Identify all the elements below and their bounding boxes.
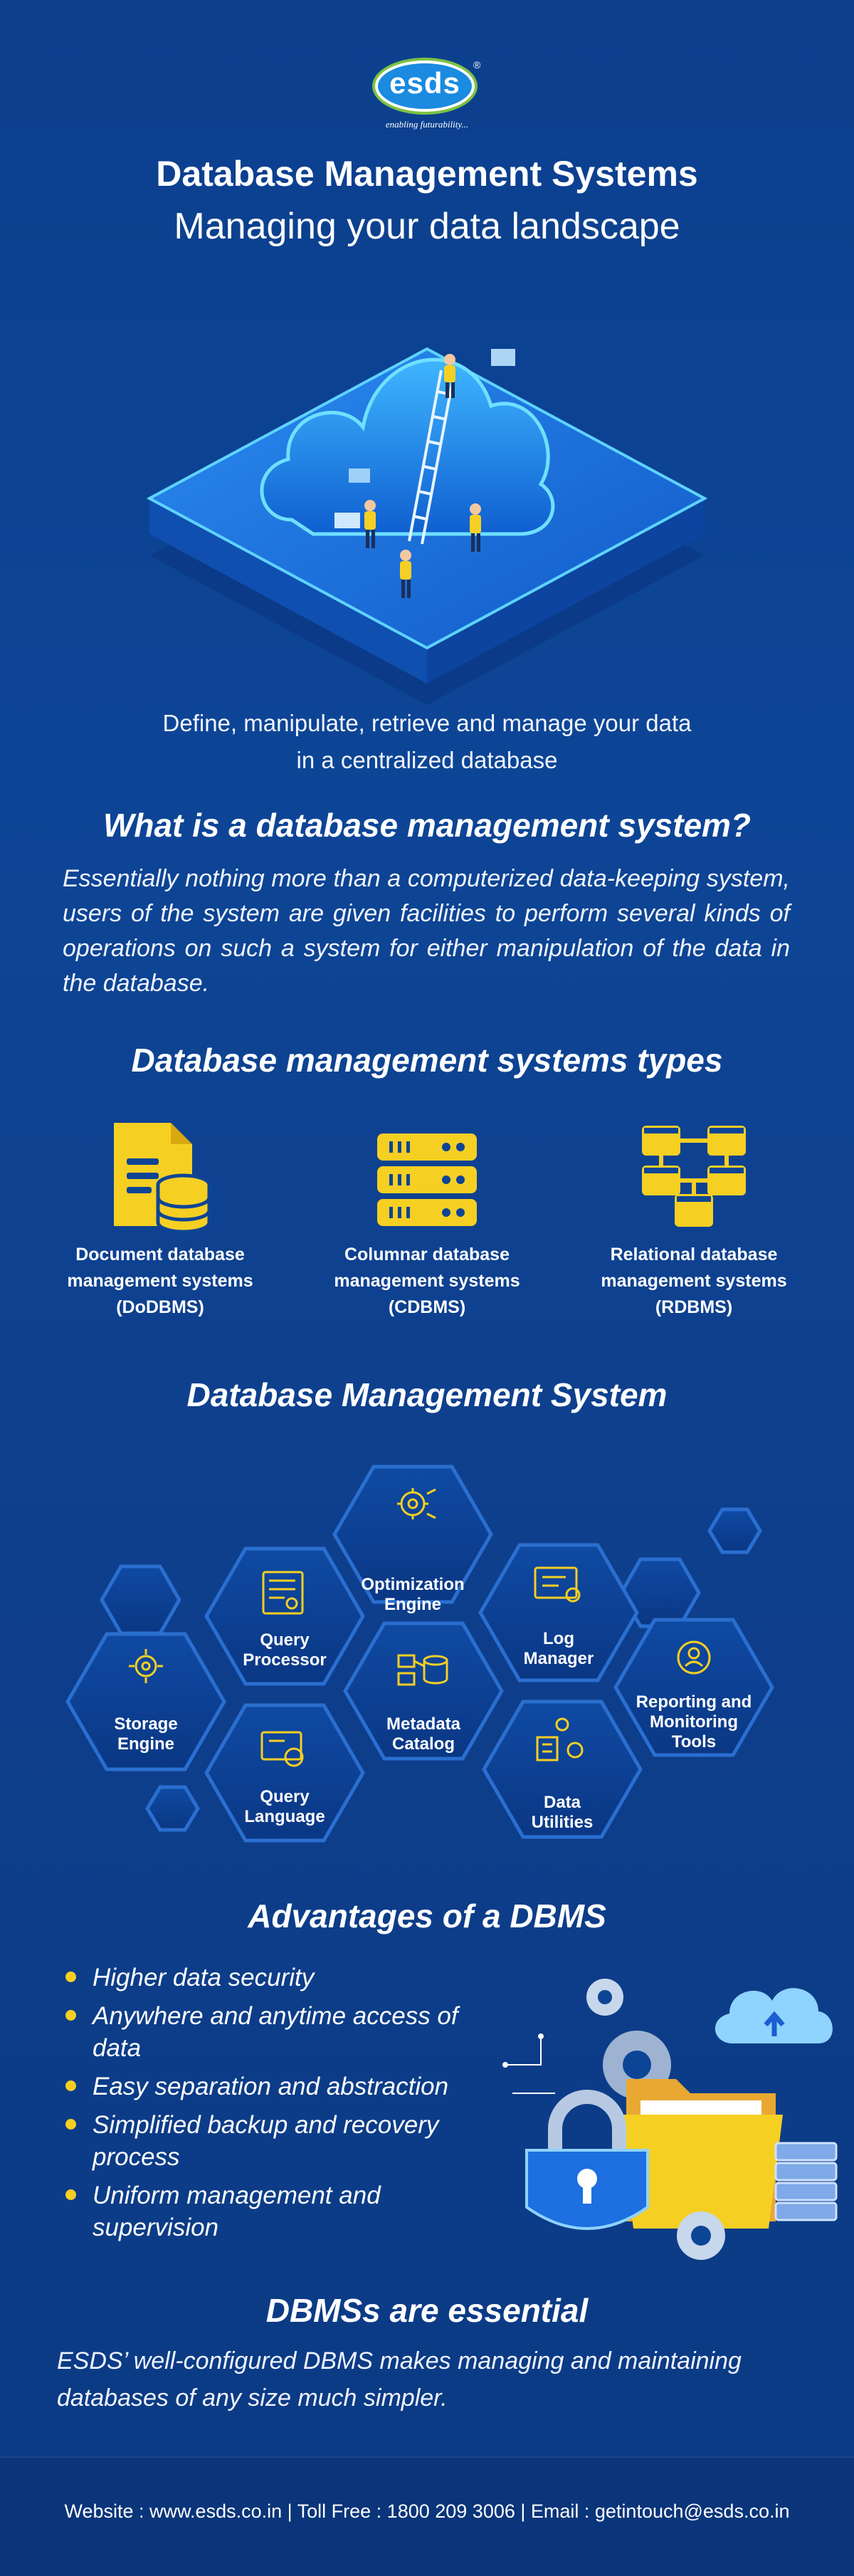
- cloud-upload-icon: [715, 1988, 833, 2043]
- hex-data-utilities: [482, 1700, 643, 1839]
- query-processor-icon: [262, 1571, 304, 1615]
- logo-tagline: enabling futurability...: [385, 119, 469, 130]
- essential-body: ESDS’ well-configured DBMS makes managin…: [57, 2342, 797, 2417]
- database-stack-icon: [774, 2142, 838, 2221]
- hex-label-query-language: Query Language: [244, 1787, 325, 1826]
- bullet-dot: [65, 2010, 76, 2021]
- hex-label-log-manager: Log Manager: [523, 1629, 594, 1668]
- hex-query-processor: [204, 1546, 365, 1686]
- server-rack-icon: [377, 1133, 477, 1226]
- hex-reporting-monitoring: [613, 1618, 774, 1757]
- hex-label-query-processor: Query Processor: [243, 1630, 327, 1670]
- intro-line-2: in a centralized database: [296, 747, 558, 773]
- bullet-dot: [65, 2189, 76, 2200]
- storage-engine-icon: [129, 1649, 163, 1683]
- type-label-line-2: management systems: [67, 1271, 253, 1291]
- decor-hex: [707, 1507, 762, 1554]
- gear-icon: [677, 2211, 725, 2260]
- hex-optimization-engine: [332, 1465, 493, 1604]
- folder-icon: [619, 2079, 783, 2229]
- type-card-cdbms: Columnar database management systems (CD…: [313, 1119, 541, 1321]
- hex-label-metadata-catalog: Metadata Catalog: [386, 1714, 461, 1754]
- footer-contact-text: Website : www.esds.co.in | Toll Free : 1…: [64, 2501, 790, 2522]
- data-utilities-icon: [536, 1717, 584, 1761]
- logo-oval: [375, 61, 475, 112]
- gear-icon: [586, 1979, 623, 2016]
- esds-logo: esds ® enabling futurability...: [367, 53, 487, 135]
- type-label-line-2: management systems: [334, 1271, 520, 1291]
- lock-icon: [525, 2090, 649, 2230]
- dbms-hexagon-diagram: [65, 1465, 774, 1843]
- bullet-dot: [65, 2080, 76, 2091]
- bullet-dot: [65, 2119, 76, 2130]
- list-item: Easy separation and abstraction: [63, 2070, 518, 2103]
- cloud-shape: [260, 357, 555, 536]
- decor-hex: [145, 1785, 200, 1832]
- footer: Website : www.esds.co.in | Toll Free : 1…: [0, 2456, 854, 2576]
- reporting-monitoring-icon: [677, 1640, 711, 1675]
- intro-text: Define, manipulate, retrieve and manage …: [0, 705, 854, 779]
- query-language-icon: [260, 1731, 304, 1767]
- bullet-dot: [65, 1972, 76, 1982]
- type-label-line-1: Columnar database: [344, 1245, 510, 1265]
- type-label-line-3: (RDBMS): [655, 1297, 733, 1317]
- hex-label-storage-engine: Storage Engine: [114, 1714, 178, 1754]
- cloud-database-illustration: [146, 347, 708, 705]
- optimization-engine-icon: [397, 1488, 436, 1519]
- log-manager-icon: [534, 1566, 581, 1603]
- hex-storage-engine: [65, 1632, 226, 1771]
- dbms-components-heading: Database Management System: [186, 1376, 668, 1413]
- document-database-icon: [114, 1123, 211, 1233]
- people: [334, 354, 481, 598]
- hex-metadata-catalog: [343, 1621, 504, 1761]
- type-label-line-3: (CDBMS): [388, 1297, 466, 1317]
- what-is-body: Essentially nothing more than a computer…: [63, 865, 790, 997]
- page-subtitle: Managing your data landscape: [174, 206, 680, 247]
- metadata-catalog-icon: [397, 1654, 448, 1686]
- type-label-line-2: management systems: [601, 1271, 787, 1291]
- logo-registered-mark: ®: [473, 59, 481, 70]
- advantages-heading: Advantages of a DBMS: [248, 1897, 606, 1934]
- type-label-line-3: (DoDBMS): [116, 1297, 204, 1317]
- hex-label-data-utilities: Data Utilities: [531, 1793, 594, 1832]
- type-label-line-1: Document database: [75, 1245, 245, 1265]
- page-title: Database Management Systems: [156, 154, 698, 194]
- hex-label-optimization-engine: Optimization Engine: [361, 1575, 465, 1614]
- decor-hex: [100, 1564, 181, 1635]
- essential-line-1: ESDS’ well-configured DBMS makes managin…: [57, 2347, 742, 2375]
- types-heading: Database management systems types: [131, 1042, 723, 1079]
- type-card-dodbms: Document database management systems (Do…: [46, 1119, 274, 1321]
- logo-brand: esds: [389, 66, 460, 100]
- advantages-list: Higher data security Anywhere and anytim…: [63, 1962, 518, 2250]
- security-folder-illustration: [502, 1979, 838, 2260]
- relational-hierarchy-icon: [642, 1126, 746, 1227]
- hex-label-reporting-monitoring: Reporting and Monitoring Tools: [636, 1692, 752, 1752]
- hex-log-manager: [478, 1543, 639, 1682]
- intro-line-1: Define, manipulate, retrieve and manage …: [162, 710, 692, 736]
- list-item: Higher data security: [63, 1962, 518, 1994]
- essential-line-2: databases of any size much simpler.: [57, 2384, 448, 2412]
- type-card-rdbms: Relational database management systems (…: [580, 1119, 808, 1321]
- hex-query-language: [204, 1703, 365, 1843]
- essential-heading: DBMSs are essential: [265, 2292, 589, 2329]
- type-label-line-1: Relational database: [610, 1245, 778, 1265]
- what-is-heading: What is a database management system?: [102, 807, 752, 844]
